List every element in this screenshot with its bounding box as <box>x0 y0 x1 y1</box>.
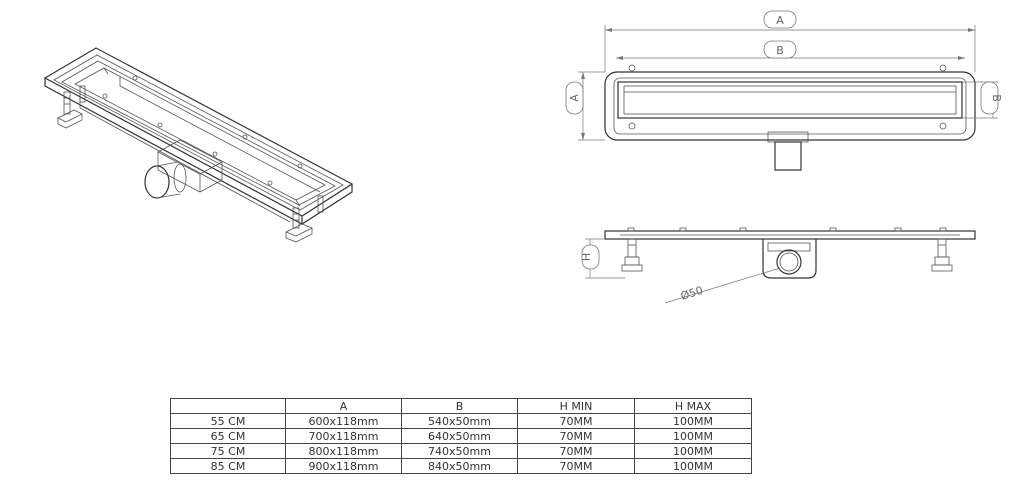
side-view: H Ø50 <box>580 227 976 304</box>
dim-label-a-side: A <box>568 94 581 102</box>
table-cell: 100MM <box>634 458 752 474</box>
table-cell: 100MM <box>634 443 752 459</box>
table-cell: 85 CM <box>170 458 286 474</box>
table-row: 65 CM 700x118mm 640x50mm 70MM 100MM <box>170 428 752 444</box>
spec-table: A B H MIN H MAX 55 CM 600x118mm 540x50mm… <box>170 398 752 474</box>
table-row: 55 CM 600x118mm 540x50mm 70MM 100MM <box>170 413 752 429</box>
table-cell: 700x118mm <box>285 428 402 444</box>
table-cell: 600x118mm <box>285 413 402 429</box>
dim-label-a-top: A <box>776 14 784 27</box>
table-cell: 740x50mm <box>401 443 518 459</box>
table-cell: 640x50mm <box>401 428 518 444</box>
table-row: 75 CM 800x118mm 740x50mm 70MM 100MM <box>170 443 752 459</box>
table-cell: 70MM <box>517 413 635 429</box>
table-cell: 840x50mm <box>401 458 518 474</box>
table-header-cell: A <box>285 398 402 414</box>
table-cell: 900x118mm <box>285 458 402 474</box>
table-header-cell <box>170 398 286 414</box>
table-header-row: A B H MIN H MAX <box>170 398 752 414</box>
table-cell: 65 CM <box>170 428 286 444</box>
table-cell: 540x50mm <box>401 413 518 429</box>
top-view: A B A B <box>565 10 1003 171</box>
dim-label-b-top: B <box>776 44 784 57</box>
table-cell: 100MM <box>634 428 752 444</box>
dim-label-diameter: Ø50 <box>679 284 704 303</box>
isometric-view <box>43 47 354 243</box>
table-cell: 70MM <box>517 428 635 444</box>
table-cell: 70MM <box>517 443 635 459</box>
dim-label-b-side: B <box>990 94 1003 102</box>
table-header-cell: H MIN <box>517 398 635 414</box>
dim-label-h: H <box>580 253 593 261</box>
table-header-cell: B <box>401 398 518 414</box>
table-cell: 100MM <box>634 413 752 429</box>
table-row: 85 CM 900x118mm 840x50mm 70MM 100MM <box>170 458 752 474</box>
table-header-cell: H MAX <box>634 398 752 414</box>
table-cell: 55 CM <box>170 413 286 429</box>
table-cell: 75 CM <box>170 443 286 459</box>
table-cell: 70MM <box>517 458 635 474</box>
table-cell: 800x118mm <box>285 443 402 459</box>
